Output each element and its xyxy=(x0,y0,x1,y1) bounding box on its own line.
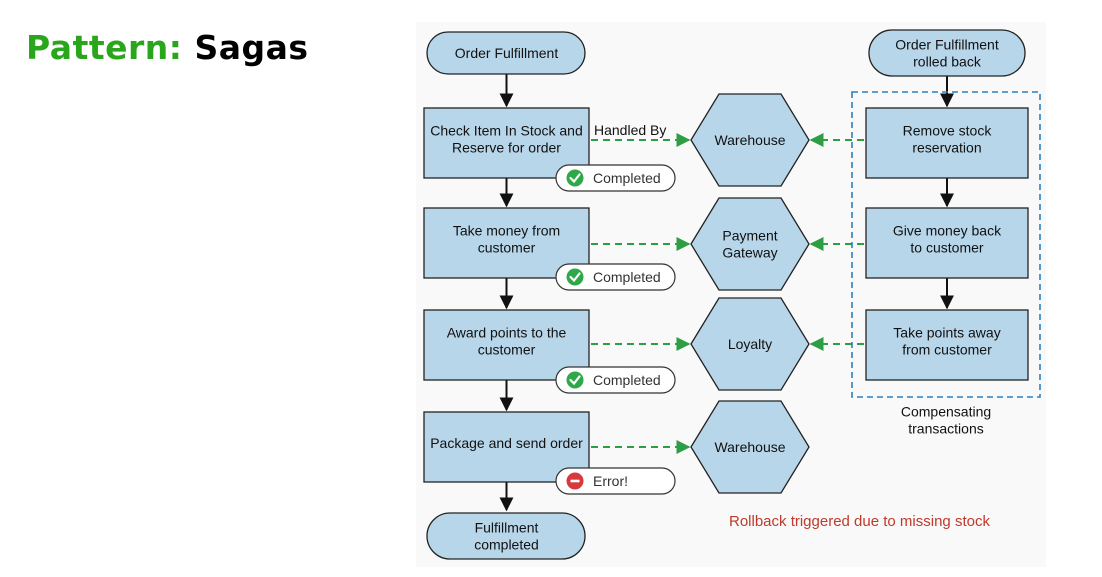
service-hexagon xyxy=(690,93,810,187)
rollback-note: Rollback triggered due to missing stock xyxy=(729,513,990,530)
check-circle-icon xyxy=(566,371,584,389)
handled-by-label: Handled By xyxy=(594,122,666,138)
service-label: Warehouse xyxy=(714,132,785,148)
check-circle-icon xyxy=(566,169,584,187)
saga-step-label: customer xyxy=(478,240,536,256)
compensation-box xyxy=(865,309,1029,381)
title-prefix: Pattern: xyxy=(26,28,183,67)
start-label: Order Fulfillment xyxy=(455,45,559,61)
service-label: Gateway xyxy=(722,245,777,261)
service-hexagon xyxy=(690,197,810,291)
rolled-back-label: Order Fulfillment xyxy=(895,37,999,53)
completed-label: Completed xyxy=(593,372,661,388)
compensating-caption: transactions xyxy=(908,421,983,437)
service-hexagon xyxy=(690,297,810,391)
completed-label: Completed xyxy=(593,170,661,186)
saga-step-label: Award points to the xyxy=(447,325,567,341)
saga-step-box xyxy=(423,107,590,179)
compensating-group xyxy=(851,91,1041,398)
saga-step-label: customer xyxy=(478,342,536,358)
saga-step-label: Check Item In Stock and xyxy=(430,123,583,139)
title-name: Sagas xyxy=(194,28,309,67)
completed-badge xyxy=(555,164,676,192)
service-label: Warehouse xyxy=(714,439,785,455)
saga-step-label: Package and send order xyxy=(430,435,583,451)
service-label: Loyalty xyxy=(728,336,772,352)
compensation-box xyxy=(865,207,1029,279)
compensation-label: to customer xyxy=(910,240,983,256)
saga-step-box xyxy=(423,207,590,279)
service-label: Payment xyxy=(722,228,777,244)
compensation-label: from customer xyxy=(902,342,992,358)
saga-step-box xyxy=(423,309,590,381)
end-terminal xyxy=(426,512,586,560)
saga-step-label: Reserve for order xyxy=(452,140,561,156)
completed-badge xyxy=(555,263,676,291)
start-terminal xyxy=(426,31,586,75)
completed-label: Completed xyxy=(593,269,661,285)
compensation-label: Remove stock xyxy=(903,123,993,139)
compensation-label: reservation xyxy=(912,140,981,156)
slide-title: Pattern: Sagas xyxy=(26,28,309,67)
compensation-box xyxy=(865,107,1029,179)
error-label: Error! xyxy=(593,473,628,489)
saga-step-label: Take money from xyxy=(453,223,560,239)
service-hexagon xyxy=(690,400,810,494)
compensation-label: Give money back xyxy=(893,223,1002,239)
check-mark xyxy=(569,173,581,184)
check-mark xyxy=(569,272,581,283)
completed-badge xyxy=(555,366,676,394)
minus-mark xyxy=(570,479,580,483)
end-label: completed xyxy=(474,537,539,553)
end-label: Fulfillment xyxy=(475,520,539,536)
check-mark xyxy=(569,375,581,386)
compensation-label: Take points away xyxy=(893,325,1000,341)
compensating-caption: Compensating xyxy=(901,404,991,420)
check-circle-icon xyxy=(566,268,584,286)
rolled-back-label: rolled back xyxy=(913,54,982,70)
rolled-back-terminal xyxy=(868,29,1026,77)
error-badge xyxy=(555,467,676,495)
